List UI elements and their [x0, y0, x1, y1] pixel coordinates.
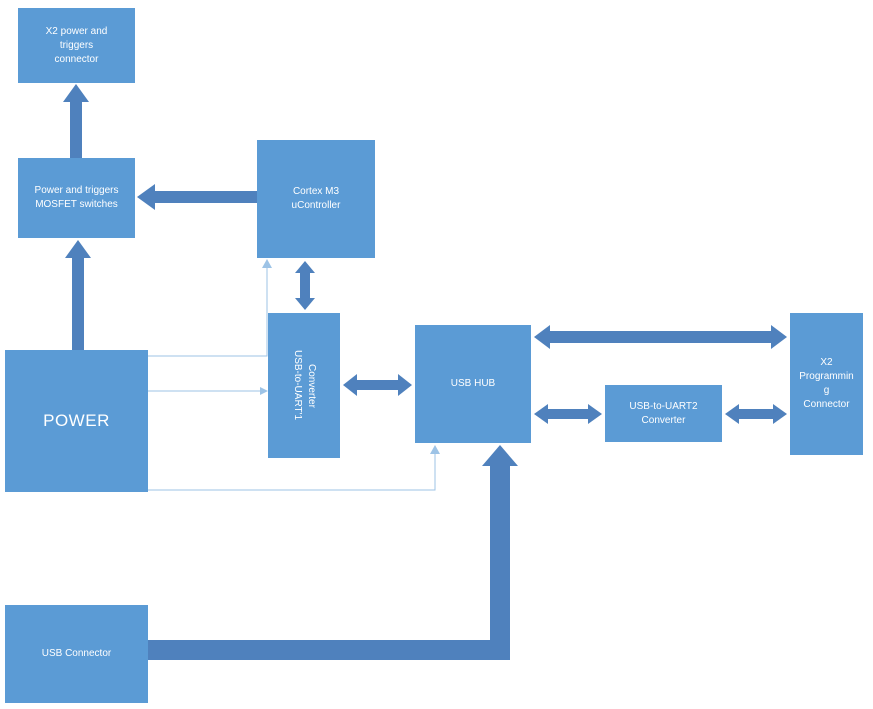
- thin-line-heads: [260, 259, 440, 454]
- box-label: POWER: [43, 411, 110, 430]
- line-power-to-cortex: [148, 263, 268, 357]
- cortex-m3-ucontroller-box: Cortex M3 uController: [257, 140, 375, 258]
- box-label-line: Converter: [641, 414, 686, 426]
- box-label-line: X2 power and: [45, 25, 108, 37]
- thin-arrowhead-cortex: [262, 259, 272, 268]
- box-label-line: Cortex M3: [292, 186, 340, 197]
- x2-power-and-triggers-connector-box: X2 power and triggers connector: [18, 8, 135, 83]
- box-label-line: Programmin: [799, 371, 854, 382]
- box-label: USB HUB: [450, 378, 496, 389]
- usb-connector-box: USB Connector: [5, 605, 148, 703]
- arrow-power-to-mosfet: [65, 240, 91, 351]
- power-and-triggers-mosfet-switches-box: Power and triggers MOSFET switches: [18, 158, 135, 238]
- box-label-line: Power and triggers: [34, 185, 119, 196]
- thick-arrows: [63, 84, 787, 660]
- box-label-line: Converter: [306, 363, 317, 408]
- vertical-label: USB-to-UART'1 Converter: [290, 350, 318, 420]
- usb-to-uart1-converter-box: USB-to-UART'1 Converter: [268, 313, 340, 458]
- box-label-line: USB-to-UART'1: [292, 350, 303, 421]
- box-label-line: Connector: [803, 399, 850, 410]
- box-label-line: USB-to-UART2: [629, 400, 698, 412]
- thin-arrowhead-uart1: [260, 387, 268, 395]
- box-label: USB Connector: [41, 648, 112, 659]
- power-box: POWER: [5, 350, 148, 492]
- arrow-uart1-usbhub: [343, 374, 412, 396]
- arrow-cortex-to-mosfet: [137, 184, 258, 210]
- box-label-line: connector: [54, 53, 99, 65]
- box-label-line: g: [823, 385, 830, 396]
- arrow-usbhub-uart2: [534, 404, 602, 424]
- arrow-mosfet-to-x2power: [63, 84, 89, 159]
- box-label-line: MOSFET switches: [35, 199, 118, 210]
- usb-to-uart2-converter-box: USB-to-UART2 Converter: [605, 385, 722, 442]
- arrow-uart2-x2prog: [725, 404, 787, 424]
- box-label-line: uController: [291, 200, 341, 211]
- usb-hub-box: USB HUB: [415, 325, 531, 443]
- line-power-to-usbhub: [148, 449, 436, 491]
- thin-arrowhead-usbhub: [430, 445, 440, 454]
- arrow-usbconnector-to-usbhub: [148, 445, 518, 660]
- box-label-line: X2: [820, 357, 833, 368]
- x2-programming-connector-box: X2 Programmin g Connector: [790, 313, 863, 455]
- box-label-line: triggers: [59, 39, 94, 51]
- arrow-usbhub-x2prog: [534, 325, 787, 349]
- thin-lines: [148, 263, 436, 491]
- arrow-cortex-uart1: [295, 261, 315, 310]
